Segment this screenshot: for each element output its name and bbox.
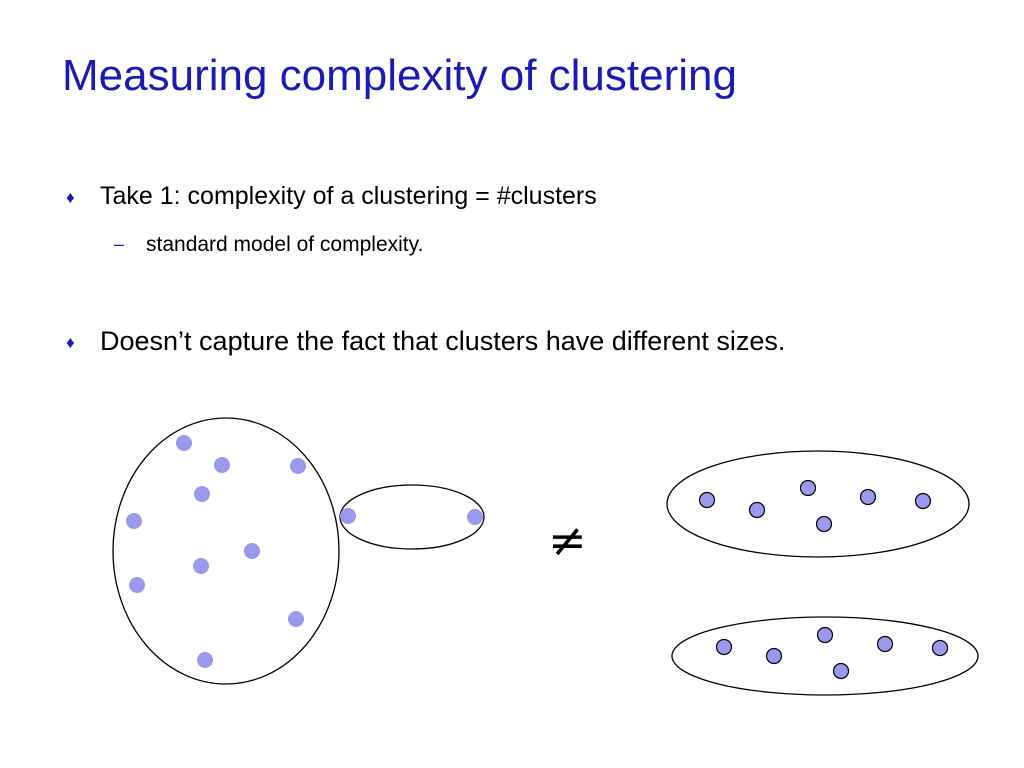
cluster-point bbox=[765, 647, 783, 665]
cluster-point bbox=[288, 611, 304, 627]
right-clustering bbox=[666, 450, 979, 696]
small-cluster-ellipse bbox=[339, 484, 485, 550]
left-clustering bbox=[112, 417, 485, 685]
diamond-bullet-icon: ♦ bbox=[66, 333, 75, 352]
cluster-point bbox=[931, 639, 949, 657]
cluster-point bbox=[748, 501, 766, 519]
bullet-item-1-text: Take 1: complexity of a clustering = #cl… bbox=[100, 182, 597, 210]
cluster-point bbox=[832, 662, 850, 680]
top-cluster-ellipse bbox=[666, 450, 970, 558]
cluster-point bbox=[698, 491, 716, 509]
cluster-point bbox=[214, 457, 230, 473]
small-cluster-points bbox=[340, 508, 483, 525]
top-cluster-points bbox=[698, 479, 932, 533]
slide-title: Measuring complexity of clustering bbox=[62, 51, 737, 100]
cluster-point bbox=[126, 513, 142, 529]
cluster-point bbox=[176, 435, 192, 451]
cluster-point bbox=[914, 492, 932, 510]
cluster-point bbox=[340, 508, 356, 524]
cluster-point bbox=[194, 486, 210, 502]
cluster-point bbox=[290, 458, 306, 474]
cluster-point bbox=[197, 652, 213, 668]
big-cluster-points bbox=[126, 435, 306, 668]
cluster-point bbox=[244, 543, 260, 559]
cluster-point bbox=[876, 635, 894, 653]
bullet-item-2: ♦ Doesn’t capture the fact that clusters… bbox=[66, 324, 786, 358]
cluster-point bbox=[715, 638, 733, 656]
cluster-point bbox=[816, 626, 834, 644]
cluster-point bbox=[193, 558, 209, 574]
cluster-point bbox=[815, 515, 833, 533]
bullet-item-2-text: Doesn’t capture the fact that clusters h… bbox=[100, 326, 786, 356]
cluster-point bbox=[129, 577, 145, 593]
sub-bullet-item-1: – standard model of complexity. bbox=[114, 231, 424, 259]
diamond-bullet-icon: ♦ bbox=[66, 188, 75, 207]
sub-bullet-item-1-text: standard model of complexity. bbox=[146, 233, 424, 256]
cluster-point bbox=[859, 488, 877, 506]
bottom-cluster-points bbox=[715, 626, 949, 680]
bottom-cluster-ellipse bbox=[671, 616, 979, 696]
cluster-point bbox=[467, 509, 483, 525]
not-equal-symbol: ≠ bbox=[548, 513, 587, 567]
bullet-item-1: ♦ Take 1: complexity of a clustering = #… bbox=[66, 180, 597, 212]
dash-bullet-icon: – bbox=[114, 234, 125, 254]
big-cluster-ellipse bbox=[112, 417, 340, 685]
cluster-point bbox=[799, 479, 817, 497]
